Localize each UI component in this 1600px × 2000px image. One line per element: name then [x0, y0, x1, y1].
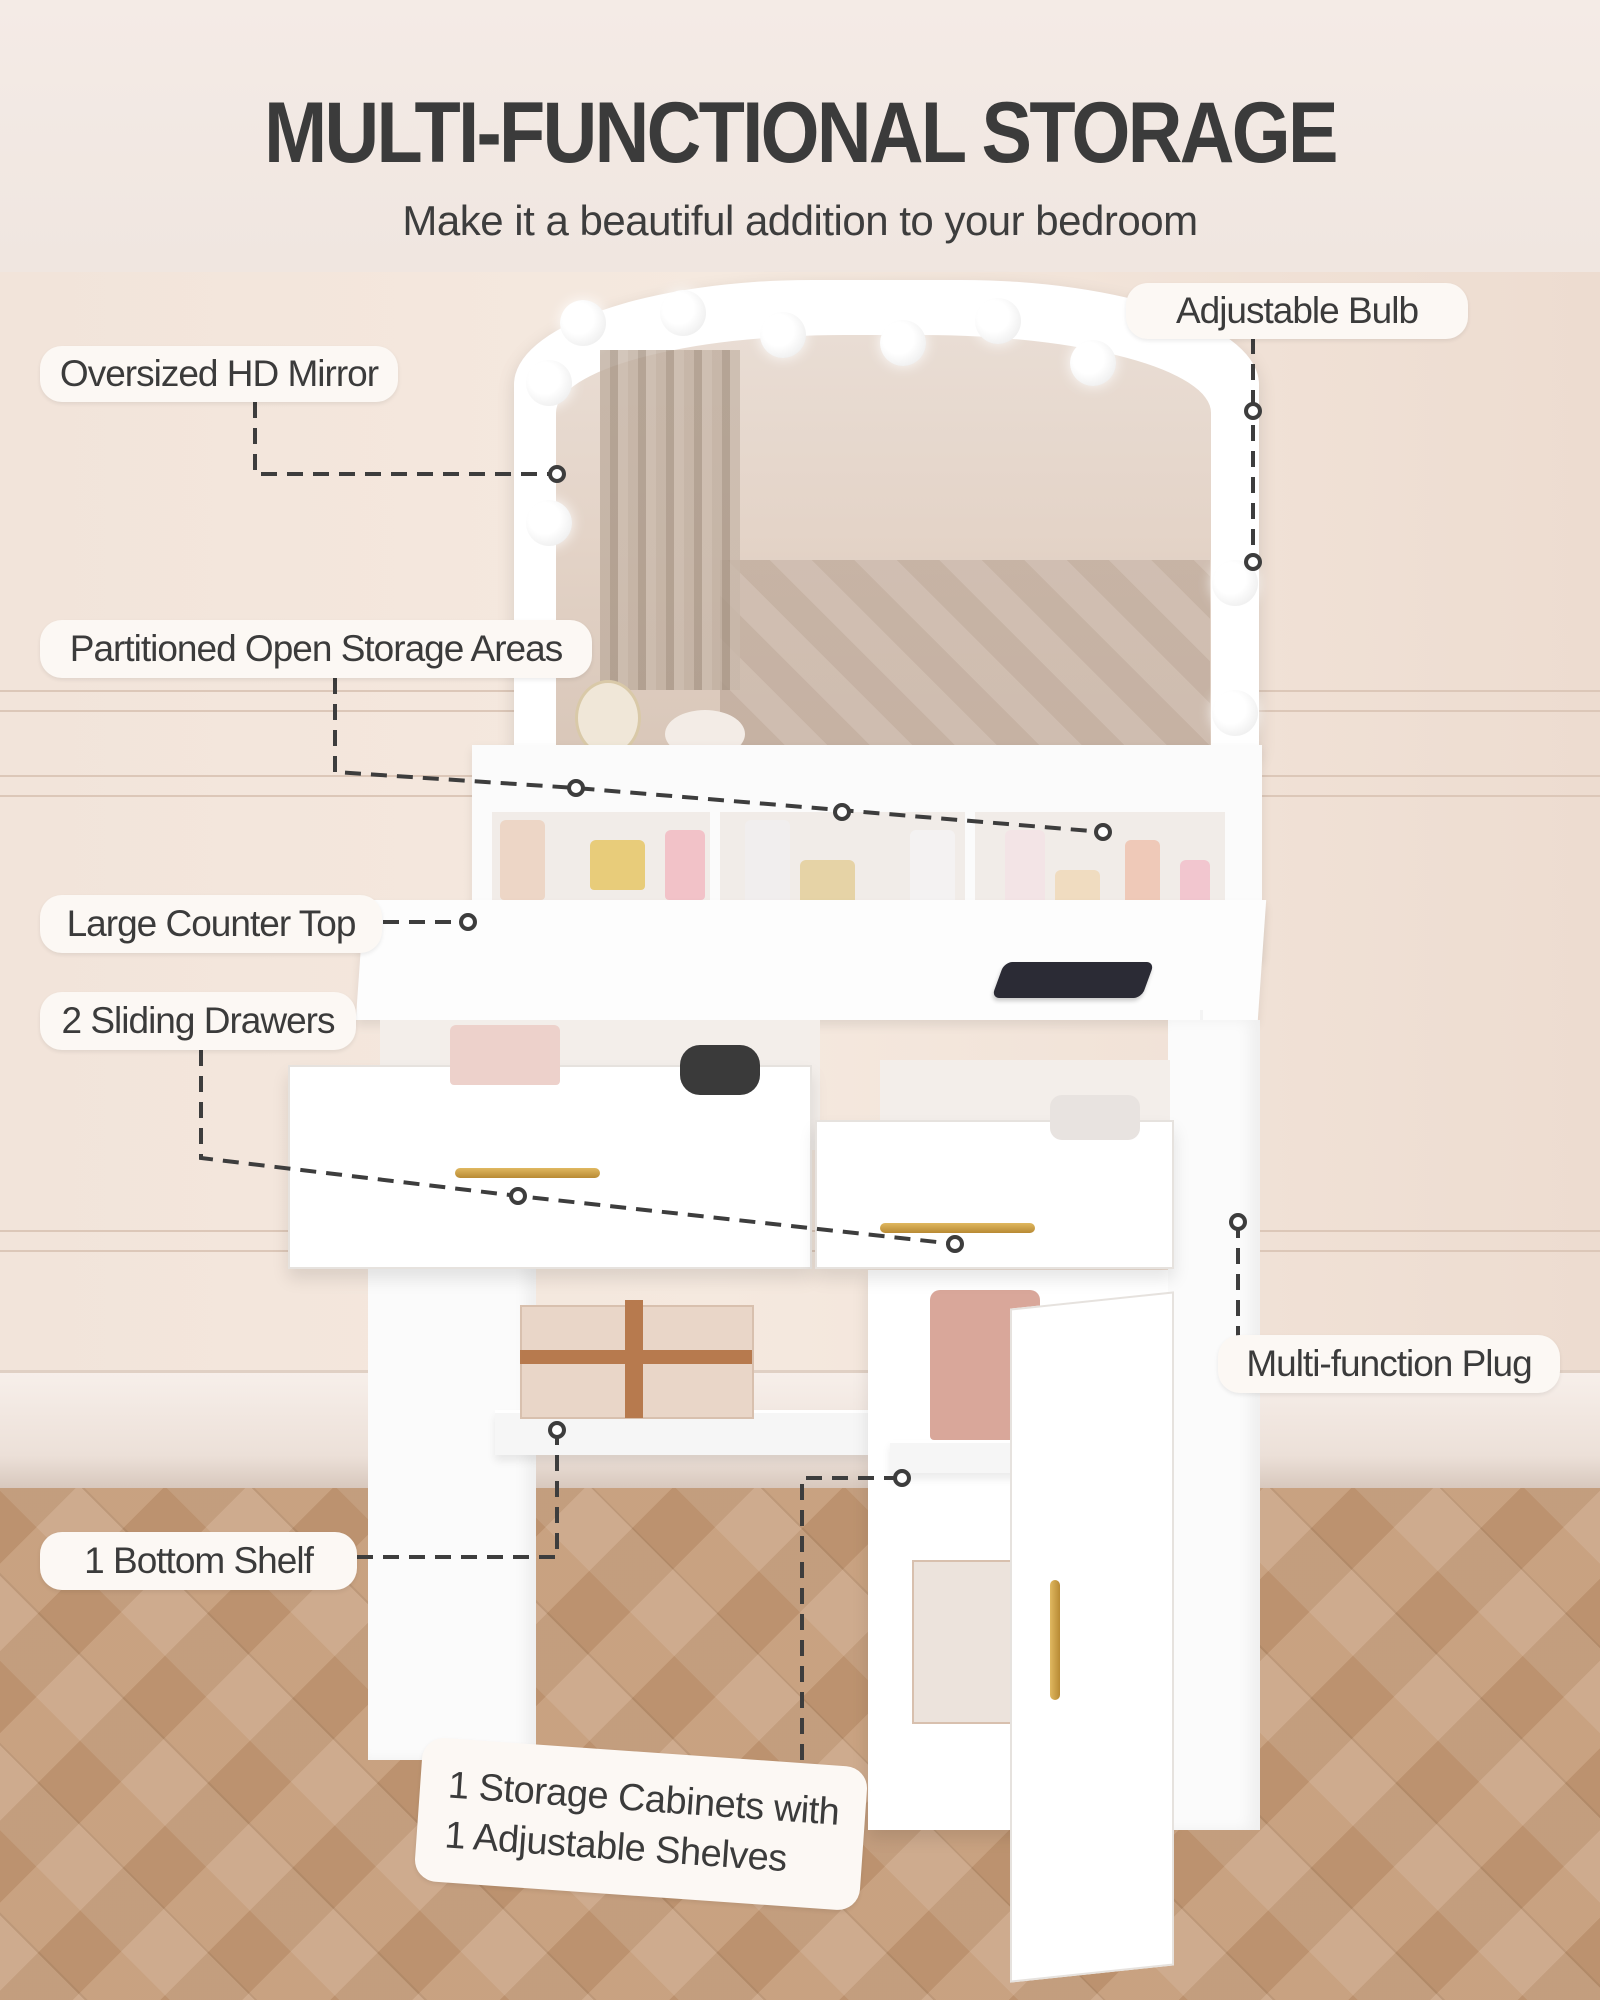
callout-partitioned-open-storage: Partitioned Open Storage Areas	[40, 620, 592, 678]
anchor-dot	[1244, 402, 1262, 420]
anchor-dot	[1094, 823, 1112, 841]
callout-large-counter-top: Large Counter Top	[40, 895, 382, 953]
leader-cabinet	[800, 1476, 902, 1786]
bulb-icon	[1212, 690, 1258, 736]
callout-oversized-hd-mirror: Oversized HD Mirror	[40, 346, 398, 402]
hair-dryer	[680, 1045, 760, 1095]
gift-box	[912, 1560, 1026, 1724]
callout-bottom-shelf: 1 Bottom Shelf	[40, 1532, 357, 1590]
callout-adjustable-bulb: Adjustable Bulb	[1126, 283, 1468, 339]
anchor-dot	[833, 803, 851, 821]
anchor-dot	[1229, 1213, 1247, 1231]
page-subtitle: Make it a beautiful addition to your bed…	[402, 197, 1198, 244]
leader-open-storage	[333, 678, 1104, 834]
mirror-reflection-floor	[720, 560, 1210, 765]
cosmetic-bottle	[500, 820, 545, 900]
bulb-icon	[880, 320, 926, 366]
right-drawer	[815, 1120, 1174, 1269]
gift-box	[450, 1025, 560, 1085]
anchor-dot	[1244, 553, 1262, 571]
bulb-icon	[760, 312, 806, 358]
bulb-icon	[560, 300, 606, 346]
anchor-dot	[548, 1421, 566, 1439]
anchor-dot	[946, 1235, 964, 1253]
leader-sliding-drawers	[199, 1050, 956, 1246]
anchor-dot	[893, 1469, 911, 1487]
cosmetic-jar	[800, 860, 855, 905]
bulb-icon	[526, 500, 572, 546]
right-side-panel	[1168, 1020, 1260, 1830]
header-band	[0, 0, 1600, 272]
callout-multi-function-plug: Multi-function Plug	[1218, 1335, 1560, 1393]
cosmetic-jars	[1050, 1095, 1140, 1140]
drawer-handle	[455, 1168, 600, 1178]
cabinet-handle	[1050, 1580, 1060, 1700]
drawer-handle	[880, 1223, 1035, 1233]
leader-oversized-mirror	[253, 402, 557, 476]
mirror-reflection-curtain	[600, 350, 740, 690]
cosmetic-bottle	[745, 820, 790, 905]
leader-bottom-shelf	[357, 1430, 559, 1559]
callout-sliding-drawers: 2 Sliding Drawers	[40, 992, 356, 1050]
anchor-dot	[459, 913, 477, 931]
anchor-dot	[567, 779, 585, 797]
anchor-dot	[509, 1187, 527, 1205]
bulb-icon	[526, 360, 572, 406]
page-title: MULTI-FUNCTIONAL STORAGE	[264, 85, 1338, 181]
bulb-icon	[660, 290, 706, 336]
bulb-icon	[1070, 340, 1116, 386]
left-side-panel	[368, 1200, 536, 1760]
cabinet-adjustable-shelf	[890, 1440, 1030, 1473]
bulb-icon	[975, 298, 1021, 344]
gift-ribbon	[520, 1350, 752, 1364]
anchor-dot	[548, 465, 566, 483]
cosmetic-jar	[590, 840, 645, 890]
perfume-bottle	[665, 830, 705, 900]
